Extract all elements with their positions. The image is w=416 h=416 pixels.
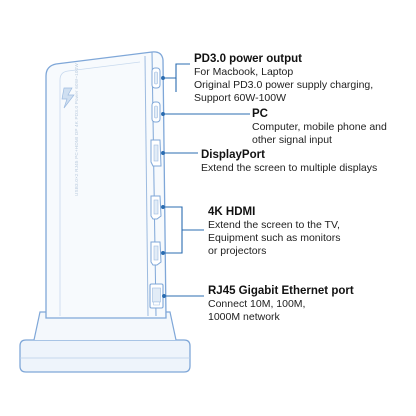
pc-port-icon bbox=[151, 101, 161, 123]
callout-displayport: DisplayPort Extend the screen to multipl… bbox=[201, 148, 377, 175]
callout-line: Extend the screen to multiple displays bbox=[201, 162, 378, 174]
callout-line: Support 60W-100W bbox=[194, 92, 287, 104]
callout-line: Equipment such as monitors bbox=[208, 232, 341, 244]
connector-pd bbox=[163, 63, 190, 79]
callout-title: 4K HDMI bbox=[208, 206, 256, 218]
callout-title: RJ45 Gigabit Ethernet port bbox=[208, 285, 354, 297]
device-side-print: USB3.0×2 RJ45 PC+HDMI DP 4K PD3.0 Power … bbox=[74, 63, 79, 196]
callout-line: For Macbook, Laptop bbox=[194, 66, 294, 78]
callout-pc: PC Computer, mobile phone and other sign… bbox=[252, 107, 387, 147]
callout-line: 1000M network bbox=[208, 311, 280, 323]
callout-line: other signal input bbox=[252, 134, 332, 146]
connector-hdmi bbox=[163, 206, 183, 254]
callout-line: Extend the screen to the TV, bbox=[208, 219, 340, 231]
displayport-icon bbox=[150, 139, 162, 167]
callout-title: PC bbox=[252, 108, 268, 120]
connector-lines bbox=[161, 63, 250, 298]
callout-title: DisplayPort bbox=[201, 149, 265, 161]
callout-title: PD3.0 power output bbox=[194, 53, 302, 65]
thunderbolt-logo-icon bbox=[61, 87, 75, 109]
callout-line: Connect 10M, 100M, bbox=[208, 298, 306, 310]
dock-stand bbox=[19, 311, 191, 373]
callout-pd: PD3.0 power output For Macbook, Laptop O… bbox=[194, 52, 373, 105]
callout-line: Original PD3.0 power supply charging, bbox=[194, 79, 374, 91]
pd-port-icon bbox=[151, 67, 161, 89]
callout-hdmi: 4K HDMI Extend the screen to the TV, Equ… bbox=[208, 205, 340, 258]
callout-line: Computer, mobile phone and bbox=[252, 121, 387, 133]
dock-body bbox=[45, 51, 167, 319]
hdmi-port-icon bbox=[150, 195, 162, 220]
hdmi-port-icon bbox=[150, 241, 162, 266]
rj45-port-icon bbox=[149, 283, 164, 309]
callout-rj45: RJ45 Gigabit Ethernet port Connect 10M, … bbox=[208, 284, 354, 324]
callout-line: or projectors bbox=[208, 245, 267, 257]
